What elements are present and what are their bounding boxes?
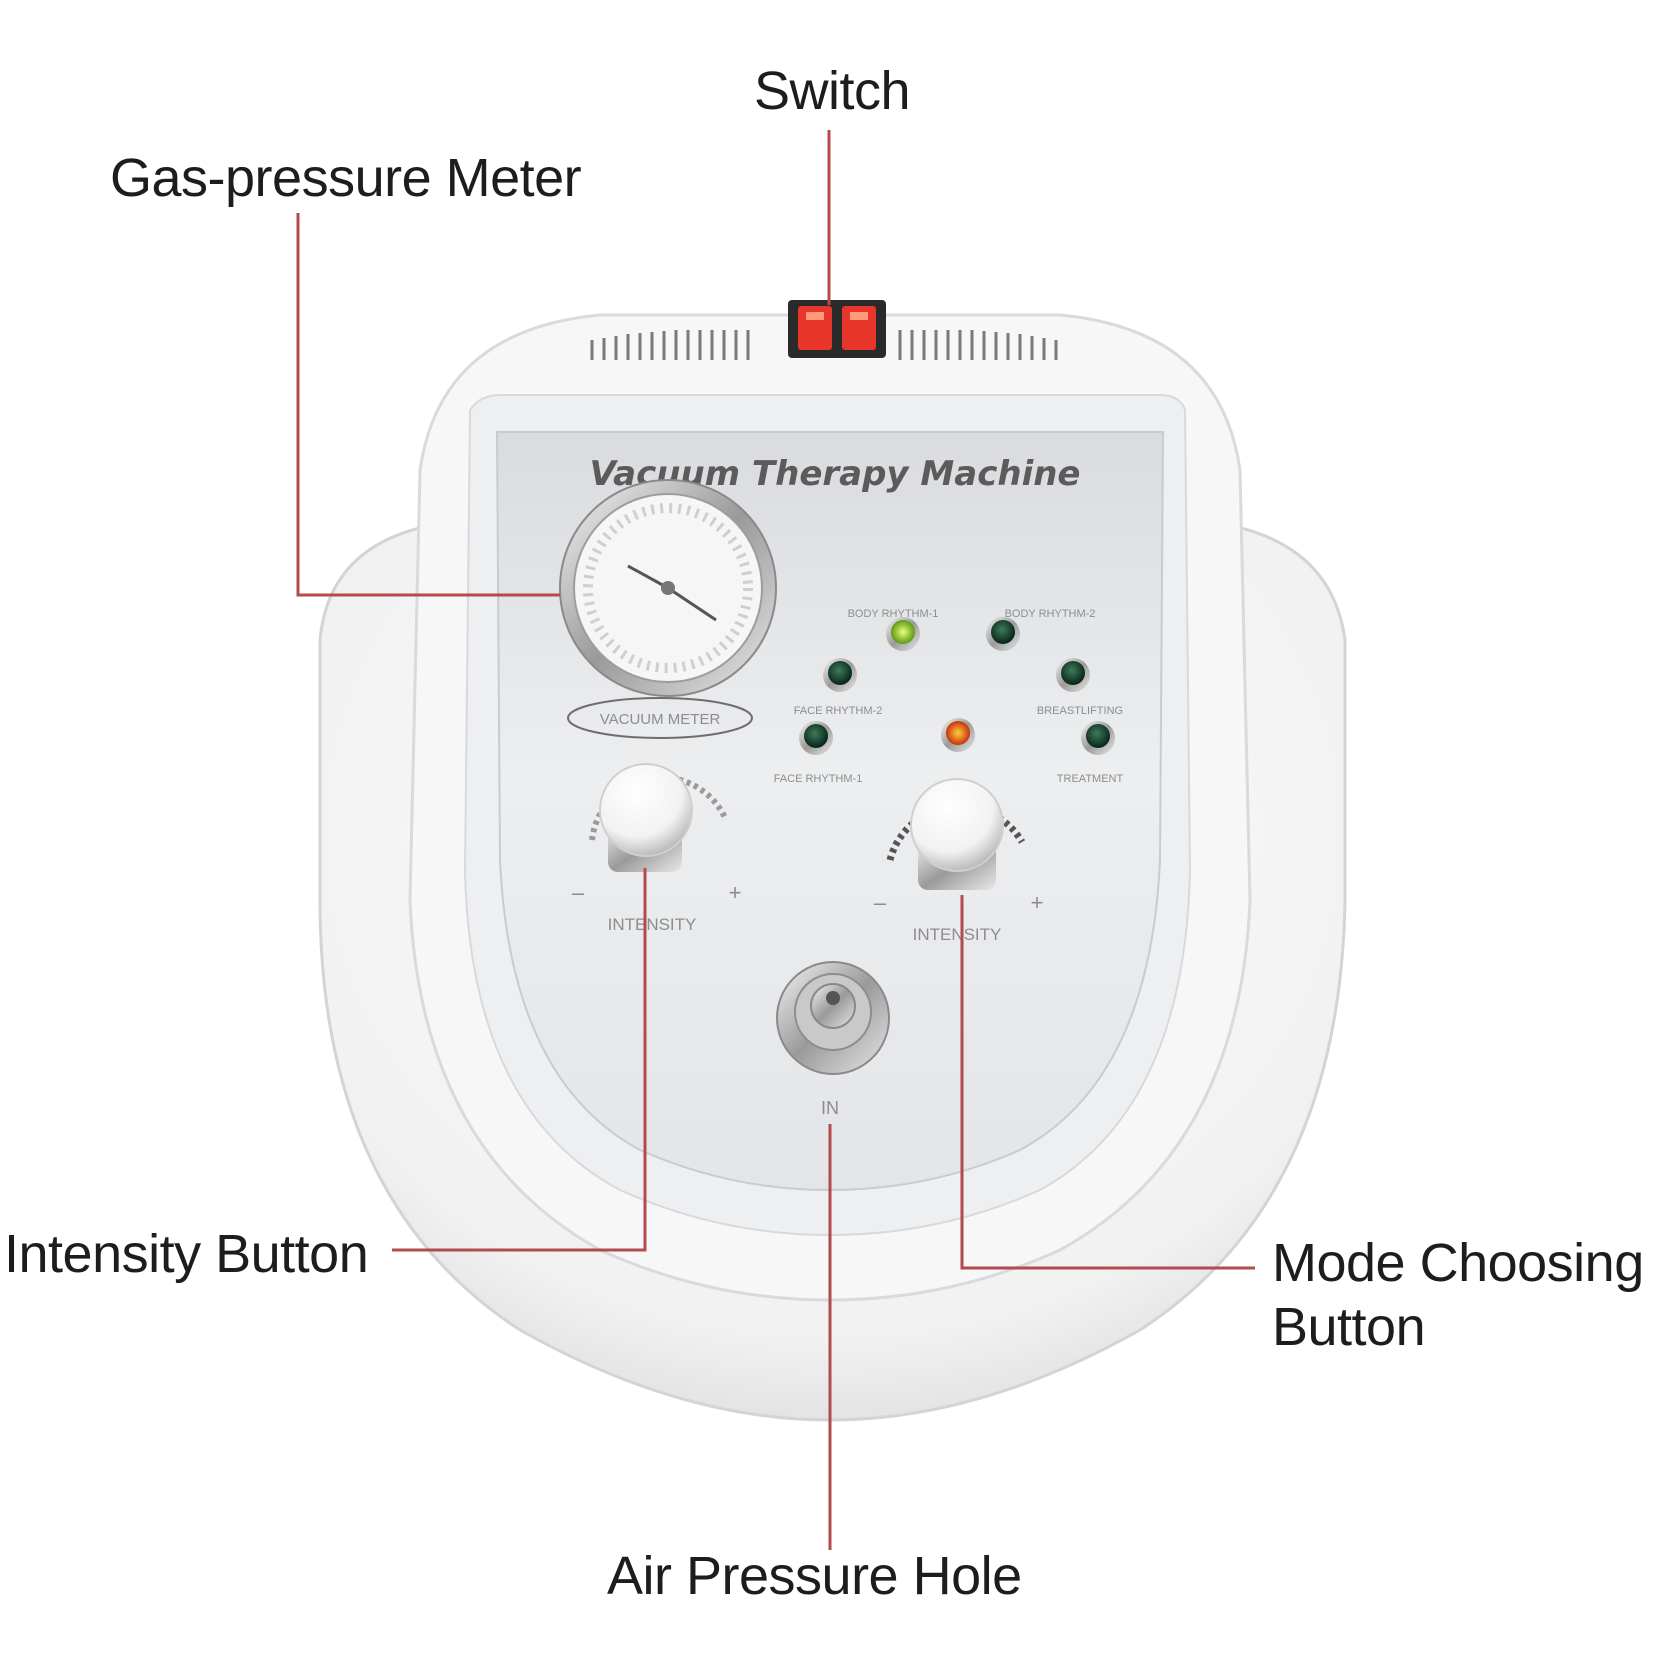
- intensity-plus-left: +: [729, 880, 742, 905]
- mode-label-face-rhythm-2: FACE RHYTHM-2: [794, 705, 883, 717]
- intensity-plus-right: +: [1031, 890, 1044, 915]
- led-body-rhythm-1: [886, 617, 920, 651]
- port-label: IN: [821, 1098, 839, 1118]
- air-pressure-port[interactable]: IN: [776, 961, 890, 1118]
- mode-label-body-rhythm-1: BODY RHYTHM-1: [848, 608, 939, 620]
- callout-intensity-button: Intensity Button: [4, 1224, 369, 1284]
- leader-gas-meter: [296, 213, 560, 597]
- leader-lines: [296, 130, 1255, 1550]
- callout-switch: Switch: [754, 61, 911, 121]
- vacuum-meter-label: VACUUM METER: [600, 711, 721, 728]
- led-center-red: [941, 718, 975, 752]
- intensity-knob[interactable]: – + INTENSITY: [572, 763, 742, 934]
- gas-pressure-meter: [559, 479, 777, 697]
- callout-mode-line1: Mode Choosing: [1272, 1233, 1644, 1293]
- mode-label-treatment: TREATMENT: [1057, 773, 1124, 785]
- leader-intensity: [392, 868, 647, 1252]
- led-breast-lifting: [1056, 658, 1090, 692]
- callout-air-pressure-hole: Air Pressure Hole: [607, 1546, 1022, 1606]
- mode-label-body-rhythm-2: BODY RHYTHM-2: [1005, 608, 1096, 620]
- callout-mode-choosing-button: Mode Choosing Button: [1272, 1232, 1644, 1359]
- led-face-rhythm-2: [823, 658, 857, 692]
- callout-gas-pressure-meter: Gas-pressure Meter: [110, 148, 582, 208]
- mode-leds: BODY RHYTHM-1 BODY RHYTHM-2 FACE RHYTHM-…: [774, 608, 1124, 785]
- led-body-rhythm-2: [986, 617, 1020, 651]
- mode-choosing-knob[interactable]: – + INTENSITY: [874, 778, 1044, 944]
- vacuum-meter-badge: VACUUM METER: [567, 697, 753, 739]
- callout-mode-line2: Button: [1272, 1296, 1426, 1357]
- mode-label-face-rhythm-1: FACE RHYTHM-1: [774, 773, 863, 785]
- led-treatment: [1081, 721, 1115, 755]
- intensity-label-left: INTENSITY: [608, 915, 697, 934]
- intensity-label-right: INTENSITY: [913, 925, 1002, 944]
- leader-mode: [960, 895, 1255, 1270]
- mode-label-breast-lifting: BREASTLIFTING: [1037, 705, 1123, 717]
- vent-grille: [590, 330, 1058, 360]
- led-face-rhythm-1: [799, 721, 833, 755]
- intensity-minus-right: –: [874, 890, 887, 915]
- intensity-minus-left: –: [572, 880, 585, 905]
- power-switch[interactable]: [788, 300, 886, 358]
